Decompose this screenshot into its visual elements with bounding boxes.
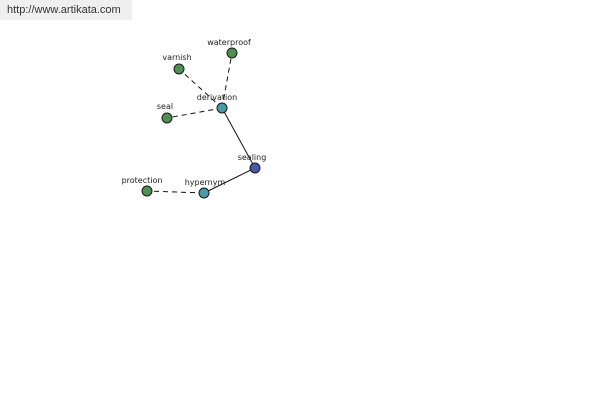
node-varnish[interactable] [173,63,185,75]
nodes-layer [141,47,261,199]
node-label-varnish: varnish [162,53,191,62]
edge-hypernym-protection [146,190,205,194]
node-label-waterproof: waterproof [207,38,251,47]
node-hypernym[interactable] [198,187,210,199]
edge-sealing-derivation [221,107,256,169]
labels-layer: sealing derivation hypernym varnish waterpro… [122,38,267,187]
node-label-hypernym: hypernym [185,178,226,187]
node-protection[interactable] [141,185,153,197]
node-label-protection: protection [122,176,163,185]
edge-derivation-waterproof [221,52,233,109]
node-label-sealing: sealing [238,153,267,162]
node-label-seal: seal [157,102,173,111]
edge-derivation-seal [166,107,223,119]
source-link[interactable]: http://www.artikata.com [0,0,132,20]
node-label-derivation: derivation [197,93,237,102]
edges-layer [146,52,256,194]
node-waterproof[interactable] [226,47,238,59]
node-derivation[interactable] [216,102,228,114]
edge-derivation-varnish [178,68,223,109]
edge-sealing-hypernym [203,167,256,194]
node-seal[interactable] [161,112,173,124]
node-sealing[interactable] [249,162,261,174]
